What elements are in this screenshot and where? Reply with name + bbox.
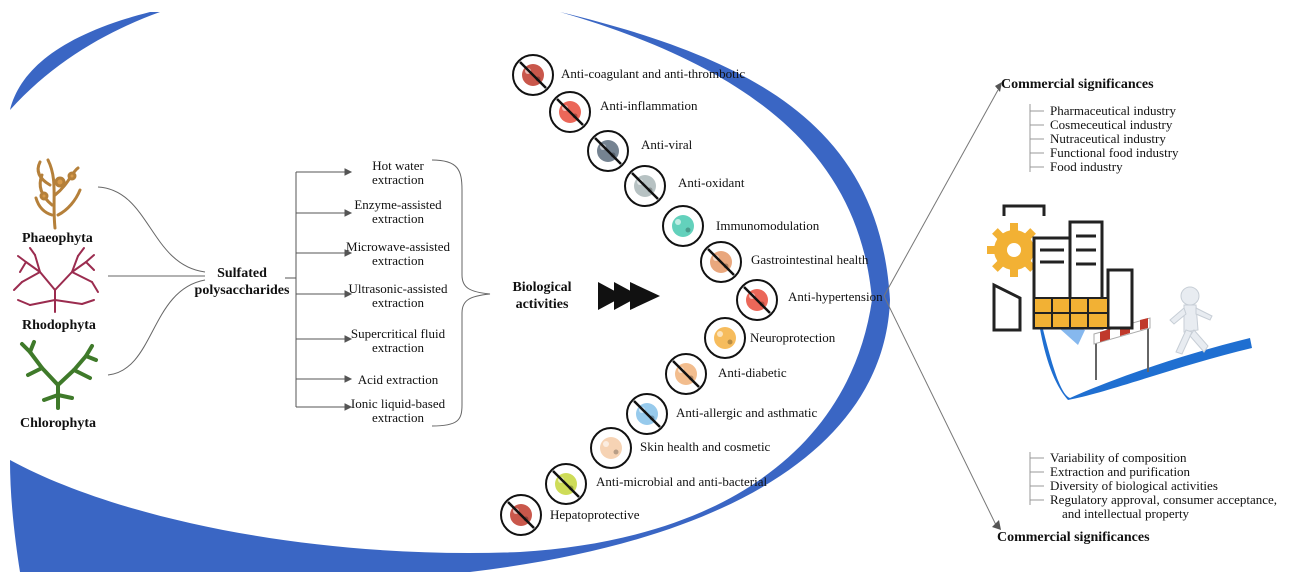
extraction-method: Enzyme-assisted — [354, 197, 442, 212]
chlorophyta-image — [20, 340, 98, 410]
syringe-icon — [665, 353, 707, 395]
right-arc-shape — [10, 12, 890, 572]
connector-phaeophyta — [97, 186, 206, 273]
extraction-method: Microwave-assisted — [346, 239, 450, 254]
phaeophyta-label: Phaeophyta — [22, 231, 93, 246]
extraction-method-sub: extraction — [372, 340, 424, 355]
commercial-bottom-title: Commercial significances — [997, 530, 1150, 545]
extraction-method-sub: extraction — [372, 410, 424, 425]
heart-icon — [736, 279, 778, 321]
activity-label: Immunomodulation — [716, 218, 820, 233]
commercial-top-item: Nutraceutical industry — [1050, 131, 1166, 146]
extraction-method-sub: extraction — [372, 253, 424, 268]
extraction-method: Ionic liquid-based — [350, 396, 446, 411]
rhodophyta-image — [13, 247, 99, 313]
commercial-top-item: Functional food industry — [1050, 145, 1179, 160]
commercial-bottom-item: and intellectual property — [1062, 506, 1190, 521]
inflammation-icon — [549, 91, 591, 133]
activity-label: Anti-oxidant — [678, 175, 745, 190]
commercial-bottom-item: Diversity of biological activities — [1050, 478, 1218, 493]
extraction-method: Acid extraction — [357, 372, 439, 387]
extraction-method: Ultrasonic-assisted — [348, 281, 448, 296]
extraction-method-sub: extraction — [372, 172, 424, 187]
activity-label: Anti-diabetic — [718, 365, 787, 380]
immune-shield-icon — [662, 205, 704, 247]
activity-label: Anti-allergic and asthmatic — [676, 405, 818, 420]
activity-label: Hepatoprotective — [550, 507, 640, 522]
virus-icon — [587, 130, 629, 172]
extraction-method: Supercritical fluid — [350, 326, 446, 341]
sulfated-label-line2: polysaccharides — [194, 283, 290, 298]
activity-label: Anti-inflammation — [600, 98, 698, 113]
extraction-method-sub: extraction — [372, 295, 424, 310]
face-skin-icon — [590, 427, 632, 469]
sulfated-label-line1: Sulfated — [217, 266, 267, 281]
commercial-bottom-item: Variability of composition — [1050, 450, 1187, 465]
industry-illustration — [987, 204, 1252, 400]
commercial-top-item: Food industry — [1050, 159, 1123, 174]
extraction-method-sub: extraction — [372, 211, 424, 226]
biological-label-line1: Biological — [512, 280, 572, 295]
commercial-top-item: Cosmeceutical industry — [1050, 117, 1173, 132]
arrow-chevrons — [598, 282, 660, 310]
intestine-icon — [700, 241, 742, 283]
allergy-person-icon — [626, 393, 668, 435]
commercial-bottom-item: Regulatory approval, consumer acceptance… — [1050, 492, 1278, 507]
activity-label: Anti-hypertension — [788, 289, 883, 304]
activity-label: Neuroprotection — [750, 330, 836, 345]
extraction-brace — [431, 159, 491, 427]
liver-icon — [500, 494, 542, 536]
activity-label: Gastrointestinal health — [751, 252, 869, 267]
left-arc-shape — [10, 12, 160, 110]
commercial-top-title: Commercial significances — [1001, 77, 1154, 92]
chlorophyta-label: Chlorophyta — [20, 416, 96, 431]
activity-label: Anti-viral — [641, 137, 693, 152]
commercial-bottom-item: Extraction and purification — [1050, 464, 1191, 479]
bacteria-icon — [545, 463, 587, 505]
neuron-icon — [704, 317, 746, 359]
activity-label: Anti-coagulant and anti-thrombotic — [561, 66, 746, 81]
connector-chlorophyta — [107, 279, 206, 376]
rhodophyta-label: Rhodophyta — [22, 318, 96, 333]
biological-label-line2: activities — [515, 297, 569, 312]
commercial-top-item: Pharmaceutical industry — [1050, 103, 1176, 118]
phaeophyta-image — [34, 158, 82, 230]
extraction-method: Hot water — [372, 158, 424, 173]
activity-label: Anti-microbial and anti-bacterial — [596, 474, 768, 489]
oxidant-cell-icon — [624, 165, 666, 207]
blood-clot-icon — [512, 54, 554, 96]
activity-label: Skin health and cosmetic — [640, 439, 771, 454]
